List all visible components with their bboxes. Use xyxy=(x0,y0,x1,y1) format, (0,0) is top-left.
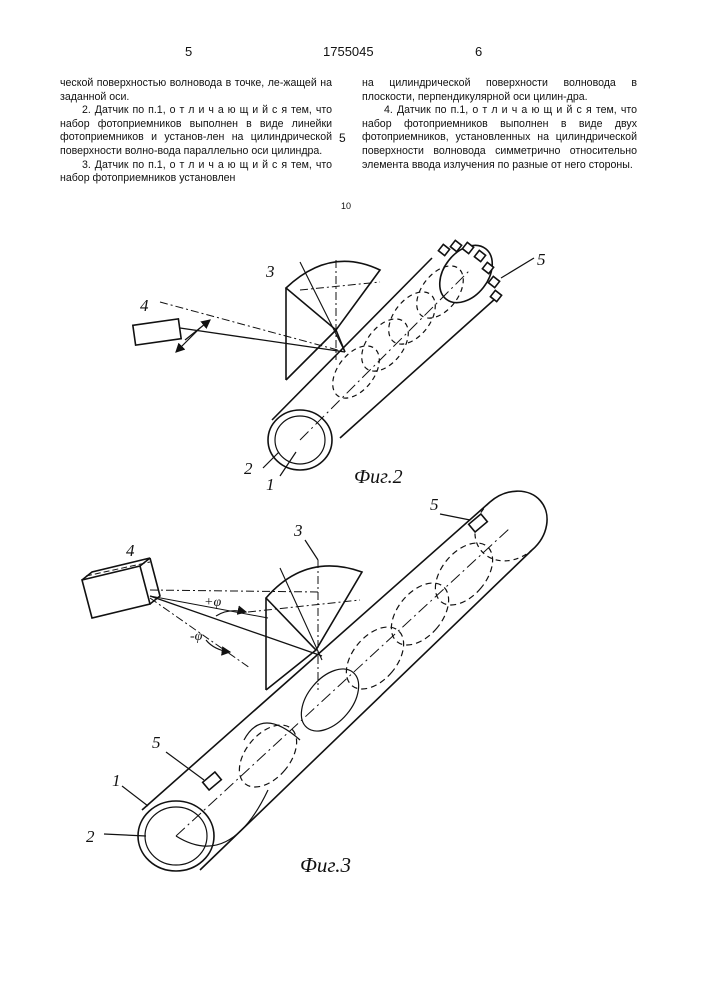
fig3-label-1: 1 xyxy=(112,771,121,790)
figure-3 xyxy=(82,491,547,871)
fig2-label-3: 3 xyxy=(265,262,275,281)
waveguide-cylinder xyxy=(138,491,547,871)
input-element xyxy=(248,560,362,690)
figure-2 xyxy=(133,235,534,476)
fig2-label-5: 5 xyxy=(537,250,546,269)
waveguide-cylinder xyxy=(268,235,503,470)
laser-source xyxy=(133,302,345,352)
fig2-caption: Фиг.2 xyxy=(354,466,403,488)
fig3-label-4: 4 xyxy=(126,541,135,560)
plus-phi-label: +φ xyxy=(204,595,221,610)
photodetector xyxy=(203,514,488,790)
minus-phi-label: -φ xyxy=(190,629,203,644)
input-element xyxy=(286,260,380,380)
fig3-label-5-top: 5 xyxy=(430,495,439,514)
fig3-label-3: 3 xyxy=(293,521,303,540)
fig2-label-2: 2 xyxy=(244,459,253,478)
fig3-caption: Фиг.3 xyxy=(300,853,351,877)
fig2-label-4: 4 xyxy=(140,296,149,315)
fig2-label-1: 1 xyxy=(266,475,275,494)
laser-source xyxy=(82,558,322,668)
fig3-label-2: 2 xyxy=(86,827,95,846)
fig3-label-5-bottom: 5 xyxy=(152,733,161,752)
